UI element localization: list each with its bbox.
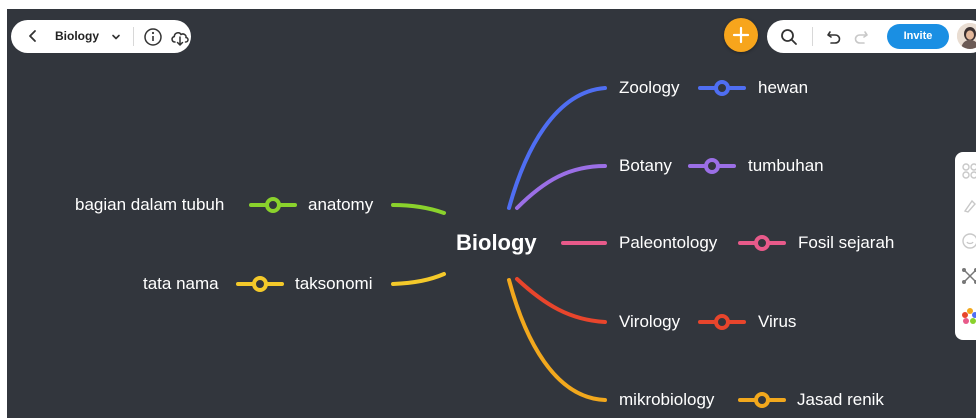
subtopic-tata-nama[interactable]: tata nama [143, 274, 219, 293]
branch-line-taksonomi [391, 272, 446, 286]
branch-line-botany [515, 164, 607, 210]
side-tool-panel [955, 152, 976, 340]
redo-icon[interactable] [852, 28, 870, 46]
branch-line-zoology [507, 86, 607, 210]
knob-taksonomi [252, 276, 268, 292]
topic-mikrobiology[interactable]: mikrobiology [619, 390, 715, 409]
avatar[interactable] [957, 23, 976, 49]
search-icon[interactable] [779, 27, 799, 47]
color-palette-icon[interactable] [961, 307, 976, 325]
relationship-icon[interactable] [961, 267, 976, 285]
document-title[interactable]: Biology [55, 29, 99, 43]
toolbar-divider [133, 27, 134, 46]
info-icon[interactable] [142, 26, 164, 48]
topic-taksonomi[interactable]: taksonomi [295, 274, 373, 293]
sticker-icon[interactable] [961, 232, 976, 250]
subtopic-virus[interactable]: Virus [758, 312, 797, 331]
branch-line-mikrobiology [507, 278, 607, 402]
knob-paleontology [754, 235, 770, 251]
document-toolbar: Biology [11, 20, 191, 53]
topic-anatomy[interactable]: anatomy [308, 195, 374, 214]
toolbar-divider [812, 27, 813, 46]
collaboration-toolbar: Invite [767, 20, 976, 53]
topic-paleontology[interactable]: Paleontology [619, 233, 718, 252]
knob-botany [704, 158, 720, 174]
branch-line-virology [515, 277, 607, 324]
central-topic[interactable]: Biology [456, 230, 537, 255]
chevron-down-icon[interactable] [110, 30, 122, 42]
add-button[interactable] [724, 18, 758, 52]
subtopic-fosil-sejarah[interactable]: Fosil sejarah [798, 233, 895, 252]
topic-zoology[interactable]: Zoology [619, 78, 680, 97]
knob-virology [714, 314, 730, 330]
mindmap-canvas[interactable] [7, 9, 976, 418]
plus-icon [732, 26, 750, 44]
subtopic-tumbuhan[interactable]: tumbuhan [748, 156, 824, 175]
knob-zoology [714, 80, 730, 96]
branch-line-anatomy [391, 203, 446, 215]
subtopic-bagian-dalam-tubuh[interactable]: bagian dalam tubuh [75, 195, 225, 214]
chevron-left-icon[interactable] [25, 28, 41, 44]
subtopic-jasad-renik[interactable]: Jasad renik [797, 390, 884, 409]
topic-botany[interactable]: Botany [619, 156, 672, 175]
cloud-sync-icon[interactable] [168, 25, 192, 49]
undo-icon[interactable] [825, 28, 843, 46]
structure-icon[interactable] [961, 162, 976, 180]
marker-icon[interactable] [961, 197, 976, 215]
knob-mikrobiology [754, 392, 770, 408]
topic-virology[interactable]: Virology [619, 312, 681, 331]
knob-anatomy [265, 197, 281, 213]
invite-button[interactable]: Invite [887, 24, 949, 49]
subtopic-hewan[interactable]: hewan [758, 78, 809, 97]
page-top-margin [0, 0, 976, 9]
